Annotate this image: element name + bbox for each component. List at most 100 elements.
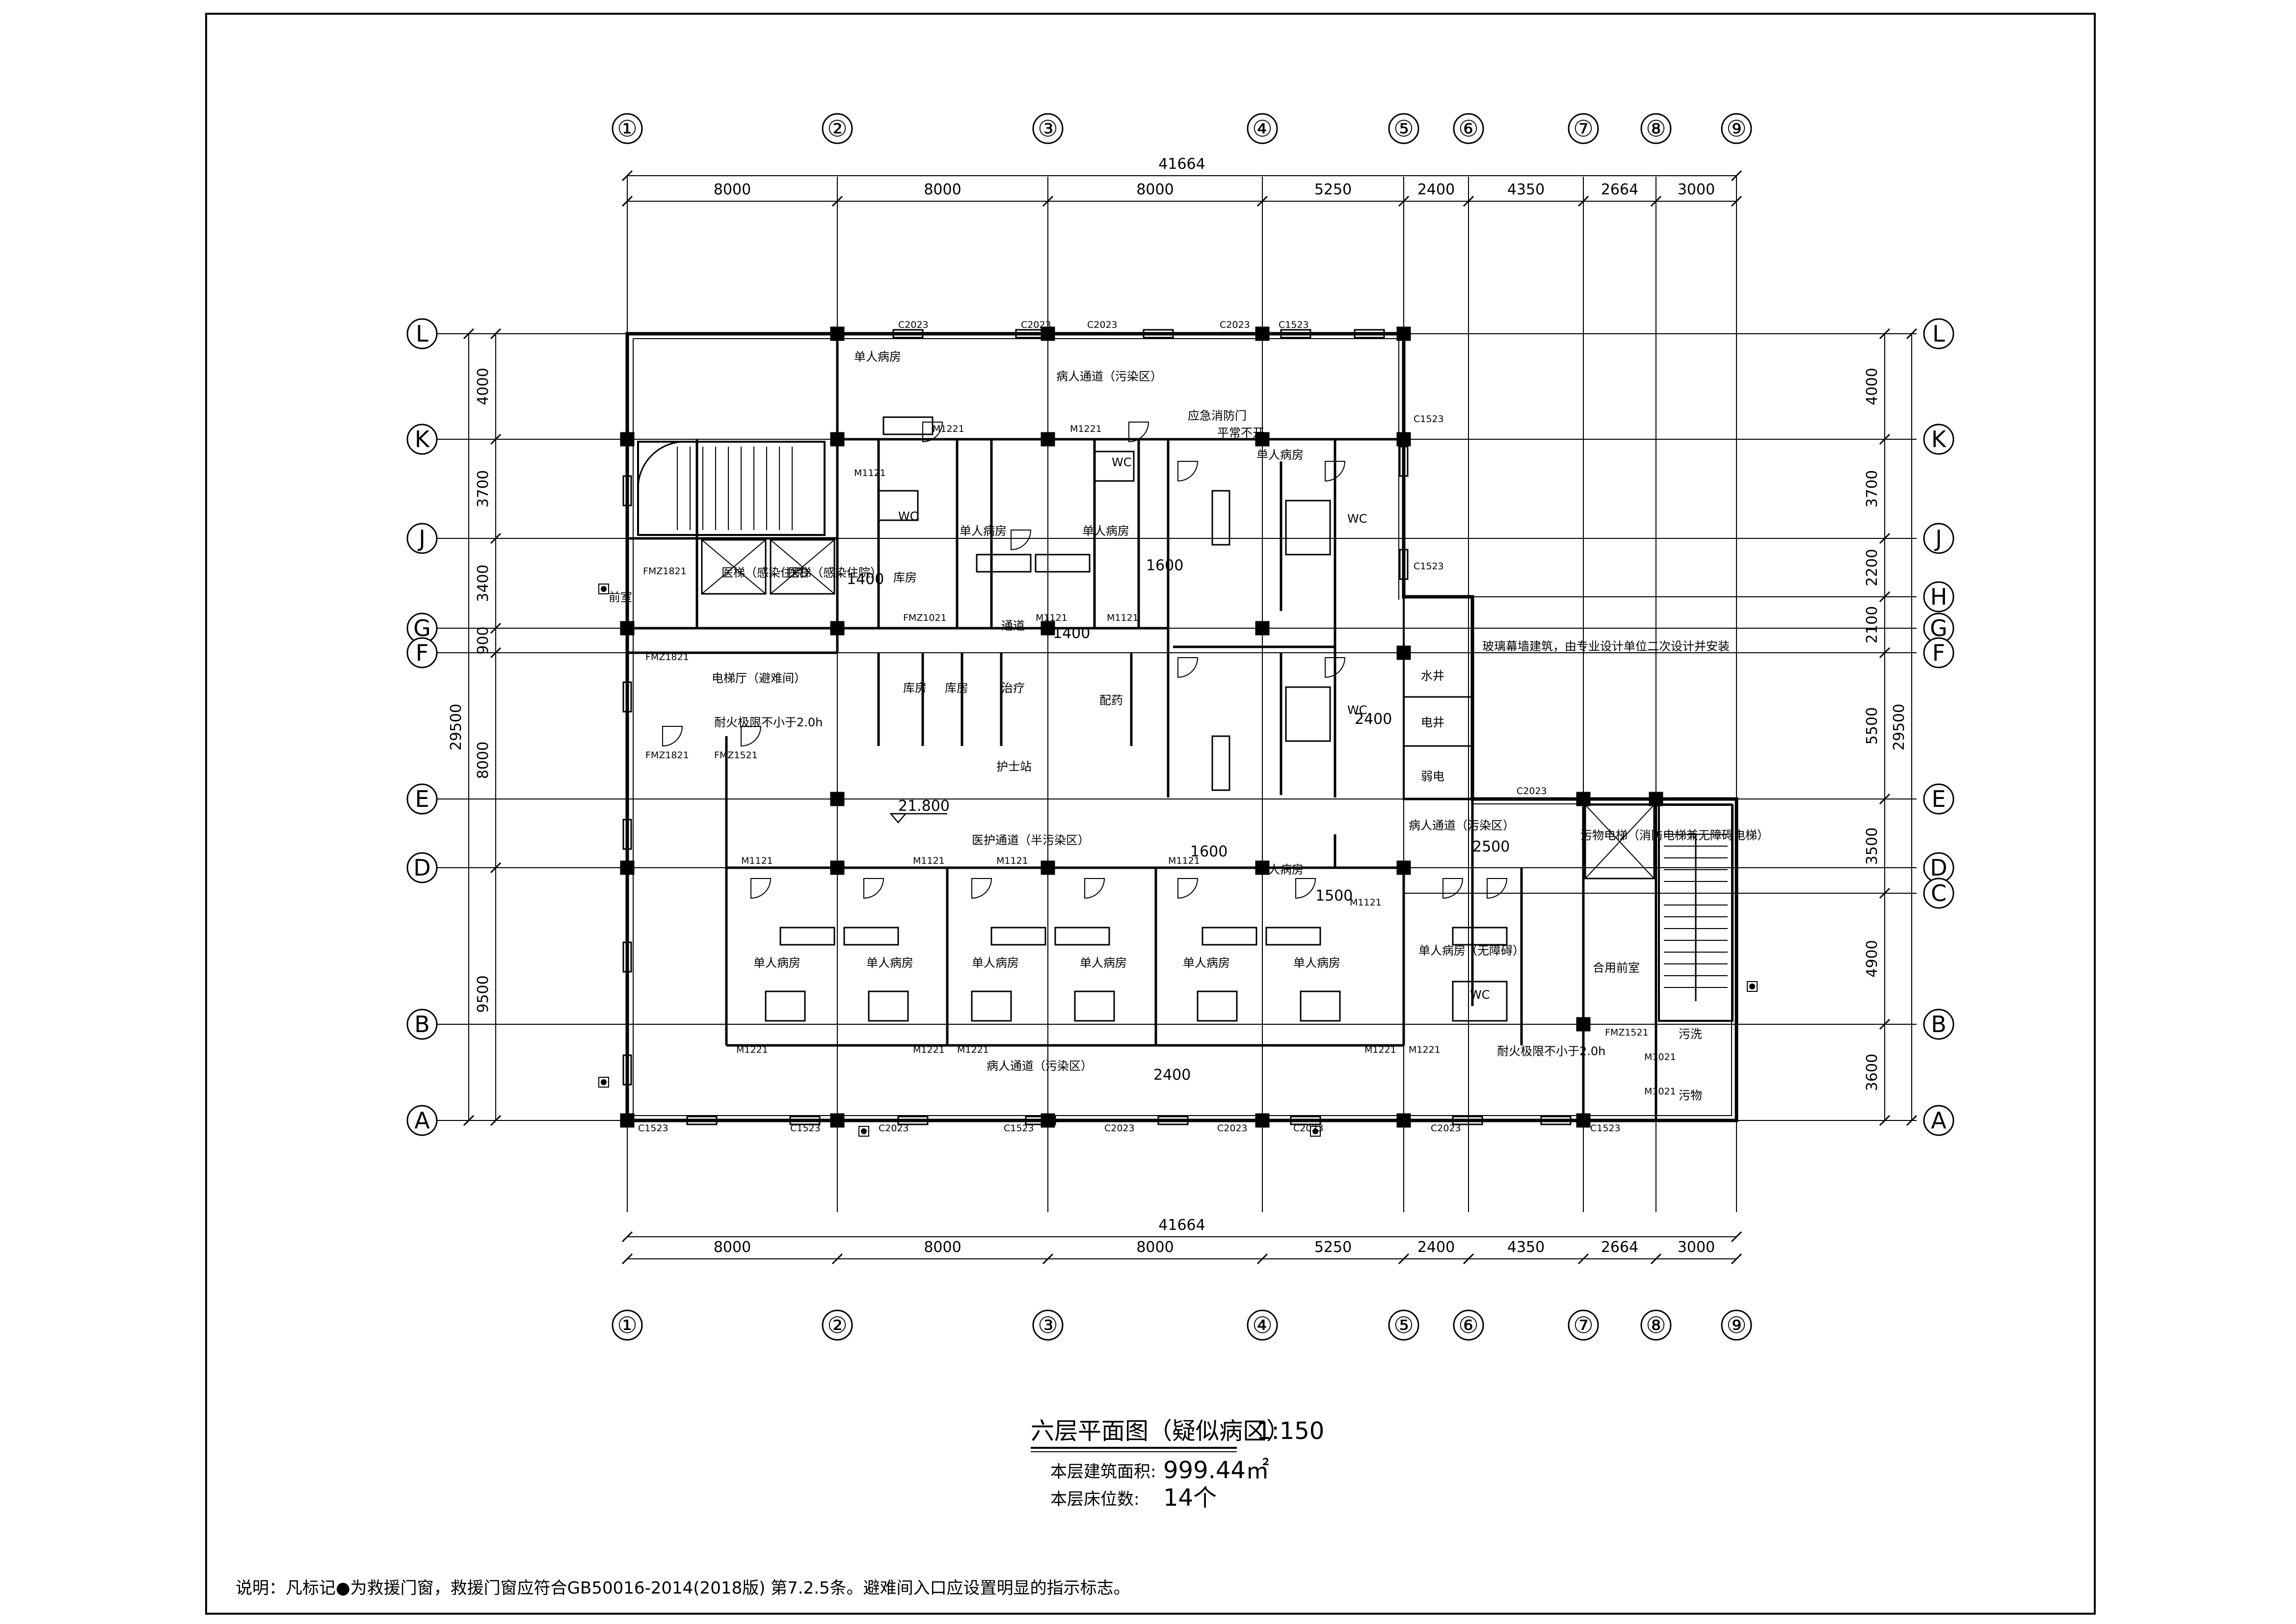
dim-label: 4000 <box>475 368 492 405</box>
rescue-marker <box>1747 981 1758 992</box>
dim-tick <box>490 1115 502 1126</box>
grid-bubble <box>1923 637 1954 668</box>
opening-code: FMZ1521 <box>1605 1027 1649 1038</box>
area-label: 本层建筑面积: <box>1050 1462 1156 1482</box>
window <box>789 1116 821 1125</box>
grid-bubble <box>406 424 438 455</box>
opening-code: M1121 <box>1350 897 1382 908</box>
grid-label-v: ① <box>617 1312 637 1338</box>
structural-column <box>1255 621 1270 636</box>
dim-label: 2400 <box>1417 1239 1455 1256</box>
grid-label-h: A <box>414 1107 430 1134</box>
bed <box>1054 927 1110 946</box>
drawing-note: 说明：凡标记●为救援门窗，救援门窗应符合GB50016-2014(2018版) … <box>236 1578 1130 1598</box>
dim-tick <box>1577 1253 1589 1265</box>
opening-code: FMZ1821 <box>645 750 689 761</box>
dim-label: 900 <box>475 626 492 654</box>
drawing-title: 六层平面图（疑似病区） <box>1031 1417 1290 1445</box>
grid-label-v: ⑤ <box>1393 1312 1414 1338</box>
door-swing <box>922 422 943 443</box>
door-swing <box>741 726 762 747</box>
grid-bubble <box>1247 1309 1278 1341</box>
bed <box>843 927 899 946</box>
window <box>622 941 632 973</box>
structural-column <box>1255 326 1270 341</box>
dim-tick <box>1731 195 1742 207</box>
opening-code: C2023 <box>1021 319 1051 330</box>
dim-tick <box>1398 195 1410 207</box>
dim-label: 2200 <box>1864 549 1881 586</box>
rescue-marker-box <box>598 584 609 594</box>
dim-total-label: 29500 <box>448 704 465 750</box>
grid-bubble <box>1640 1309 1672 1341</box>
grid-bubble <box>612 113 643 144</box>
label-ward-b2: 单人病房 <box>866 956 913 970</box>
grid-label-h: C <box>1931 880 1947 906</box>
rescue-marker-dot <box>1749 984 1755 989</box>
grid-label-h: G <box>413 615 431 641</box>
grid-label-v: ⑨ <box>1726 1312 1746 1338</box>
dim-tick <box>1256 1253 1268 1265</box>
grid-label-v: ① <box>617 115 637 142</box>
label-fireproof-left: 耐火极限不小于2.0h <box>714 716 823 729</box>
stair-outline <box>1658 804 1734 1022</box>
label-dirty-2: 污物 <box>1679 1089 1702 1102</box>
structural-column <box>620 1113 635 1128</box>
structural-column <box>1396 1113 1411 1128</box>
grid-bubble <box>1923 523 1954 554</box>
grid-label-v: ③ <box>1038 1312 1058 1338</box>
dim-label: 9500 <box>475 975 492 1012</box>
window <box>622 475 632 506</box>
door-swing <box>1442 878 1464 899</box>
opening-code: C1523 <box>1279 319 1309 330</box>
door-swing <box>1325 657 1346 678</box>
dim-tick <box>1879 1018 1891 1030</box>
label-ward-a: 单人病房 <box>960 524 1007 538</box>
grid-bubble <box>406 318 438 349</box>
opening-code: M1221 <box>1364 1044 1396 1055</box>
elevator-box <box>770 539 835 595</box>
inner-dim-6: 1500 <box>1315 887 1353 905</box>
inner-dimensions: 1400 1600 1400 2400 1600 1500 2500 2400 <box>847 557 1510 1084</box>
grid-bubble <box>1721 1309 1752 1341</box>
dim-label: 8000 <box>475 742 492 779</box>
dim-tick <box>621 195 633 207</box>
label-staff-corridor: 医护通道（半污染区） <box>972 833 1090 847</box>
rescue-marker-box <box>1310 1126 1321 1137</box>
grid-bubble <box>1453 113 1484 144</box>
dim-tick <box>831 1253 843 1265</box>
door-swing <box>750 878 772 899</box>
structural-column <box>1396 326 1411 341</box>
dim-label: 8000 <box>714 1239 751 1256</box>
opening-code: C2023 <box>1104 1123 1135 1134</box>
opening-code: C2023 <box>1220 319 1250 330</box>
label-treatment: 治疗 <box>1001 681 1025 695</box>
dim-total-label: 41664 <box>1158 1217 1205 1234</box>
grid-bubble <box>406 523 438 554</box>
dim-label: 3500 <box>1864 827 1881 865</box>
elevator-box <box>1584 804 1655 879</box>
dim-tick <box>1731 1253 1742 1265</box>
inner-dim-8: 2400 <box>1153 1066 1191 1084</box>
label-elevator-1: 医梯（感染住院） <box>721 566 816 580</box>
dim-tick <box>1463 1253 1474 1265</box>
grid-label-h: B <box>414 1011 430 1038</box>
label-front-room: 前室 <box>609 590 632 604</box>
wc-block <box>765 990 806 1022</box>
dim-tick <box>1256 195 1268 207</box>
structural-column <box>620 860 635 875</box>
label-ward-b6: 单人病房 <box>1293 956 1340 970</box>
dim-tick <box>463 1115 475 1126</box>
grid-label-h: D <box>413 854 430 881</box>
title-block: 六层平面图（疑似病区） 1:150 本层建筑面积: 999.44㎡ 本层床位数:… <box>236 1417 1324 1598</box>
dim-label: 4350 <box>1507 181 1545 198</box>
label-storage-2: 库房 <box>903 681 927 695</box>
grid-label-h: L <box>1932 320 1945 347</box>
grid-label-h: J <box>1934 525 1942 552</box>
inner-dim-2: 1600 <box>1146 557 1183 574</box>
label-wc-4: WC <box>1112 455 1132 469</box>
door-swing <box>1177 878 1199 899</box>
grid-bubble <box>406 1105 438 1136</box>
window <box>686 1116 718 1125</box>
